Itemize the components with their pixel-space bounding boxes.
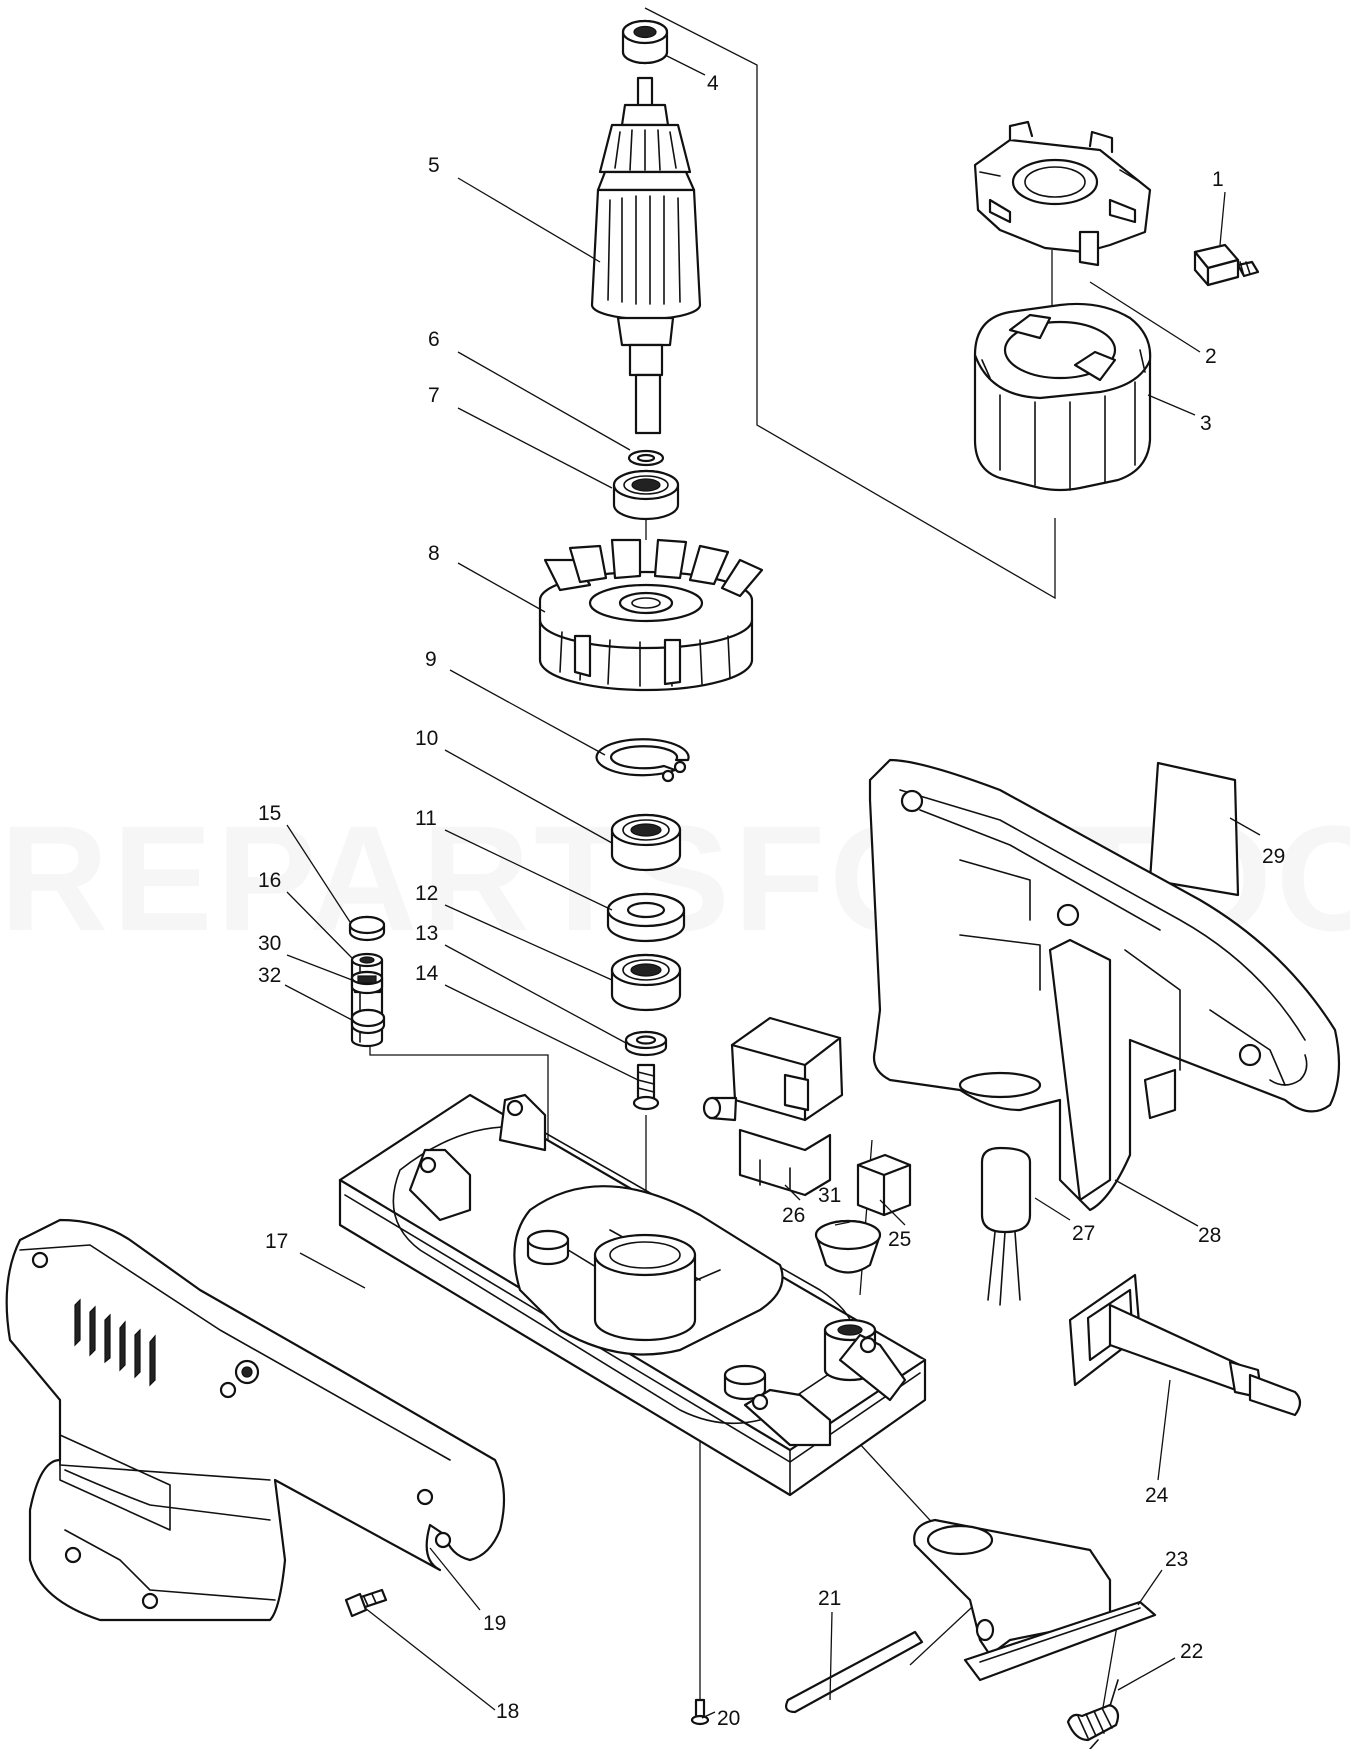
callout-10: 10: [415, 727, 438, 750]
part-27-capacitor: [980, 1146, 1032, 1306]
part-1-carbon-brush: [1193, 243, 1260, 287]
part-30-damper: [350, 970, 384, 995]
callout-32: 32: [258, 964, 281, 987]
part-20-screw: [690, 1698, 710, 1726]
callout-3: 3: [1200, 412, 1212, 435]
part-29-name-plate: [1148, 761, 1240, 897]
callout-30: 30: [258, 932, 281, 955]
part-23-clamp-lever: [913, 1518, 1157, 1682]
part-26-switch: [702, 1016, 844, 1197]
part-19-housing-cover: [5, 1218, 506, 1622]
callout-4: 4: [707, 72, 719, 95]
callout-31: 31: [818, 1184, 841, 1207]
part-17-base: [338, 1093, 927, 1497]
callout-5: 5: [428, 154, 440, 177]
callout-29: 29: [1262, 845, 1285, 868]
part-12-ball-bearing: [610, 953, 682, 1012]
callout-numbers: 1 2 3 4 5 6 7 8 9 10 11 12 13 14 15 16 1…: [258, 72, 1285, 1730]
part-2-brush-holder: [973, 120, 1152, 267]
part-31-rubber-plug: [814, 1219, 882, 1274]
part-3-field: [973, 302, 1152, 492]
callout-8: 8: [428, 542, 440, 565]
callout-19: 19: [483, 1612, 506, 1635]
part-24-cord-guard: [1068, 1273, 1302, 1417]
part-5-armature: [590, 76, 702, 435]
callout-22: 22: [1180, 1640, 1203, 1663]
callout-26: 26: [782, 1204, 805, 1227]
callout-17: 17: [265, 1230, 288, 1253]
callout-23: 23: [1165, 1548, 1188, 1571]
part-13-washer: [624, 1030, 668, 1057]
callout-11: 11: [415, 807, 437, 830]
part-4-ball-bearing: [621, 19, 669, 65]
callout-6: 6: [428, 328, 440, 351]
part-21-pin: [785, 1630, 924, 1714]
part-9-retaining-ring: [595, 738, 690, 783]
part-6-washer: [627, 449, 665, 467]
callout-1: 1: [1212, 168, 1224, 191]
part-18-screw: [344, 1588, 388, 1618]
callout-21: 21: [818, 1587, 841, 1610]
callout-24: 24: [1145, 1484, 1169, 1507]
callout-16: 16: [258, 869, 281, 892]
part-15-cap: [348, 915, 386, 942]
part-14-screw: [632, 1063, 660, 1111]
callout-12: 12: [415, 882, 438, 905]
part-10-ball-bearing: [610, 813, 682, 872]
callout-2: 2: [1205, 345, 1217, 368]
part-11-spacer: [606, 892, 686, 943]
part-25-noise-suppressor: [856, 1153, 912, 1217]
callout-14: 14: [415, 962, 439, 985]
callout-28: 28: [1198, 1224, 1221, 1247]
callout-27: 27: [1072, 1222, 1095, 1245]
part-32-pad: [350, 1008, 386, 1035]
callout-20: 20: [717, 1707, 740, 1730]
callout-25: 25: [888, 1228, 911, 1251]
callout-18: 18: [496, 1700, 519, 1723]
part-22-spring: [1066, 1679, 1120, 1749]
callout-7: 7: [428, 384, 440, 407]
callout-15: 15: [258, 802, 281, 825]
callout-leader-lines: [284, 54, 1261, 1719]
callout-9: 9: [425, 648, 437, 671]
part-8-fan: [538, 538, 764, 692]
part-28-motor-housing: [868, 758, 1341, 1212]
callout-13: 13: [415, 922, 438, 945]
part-7-ball-bearing: [612, 469, 680, 521]
